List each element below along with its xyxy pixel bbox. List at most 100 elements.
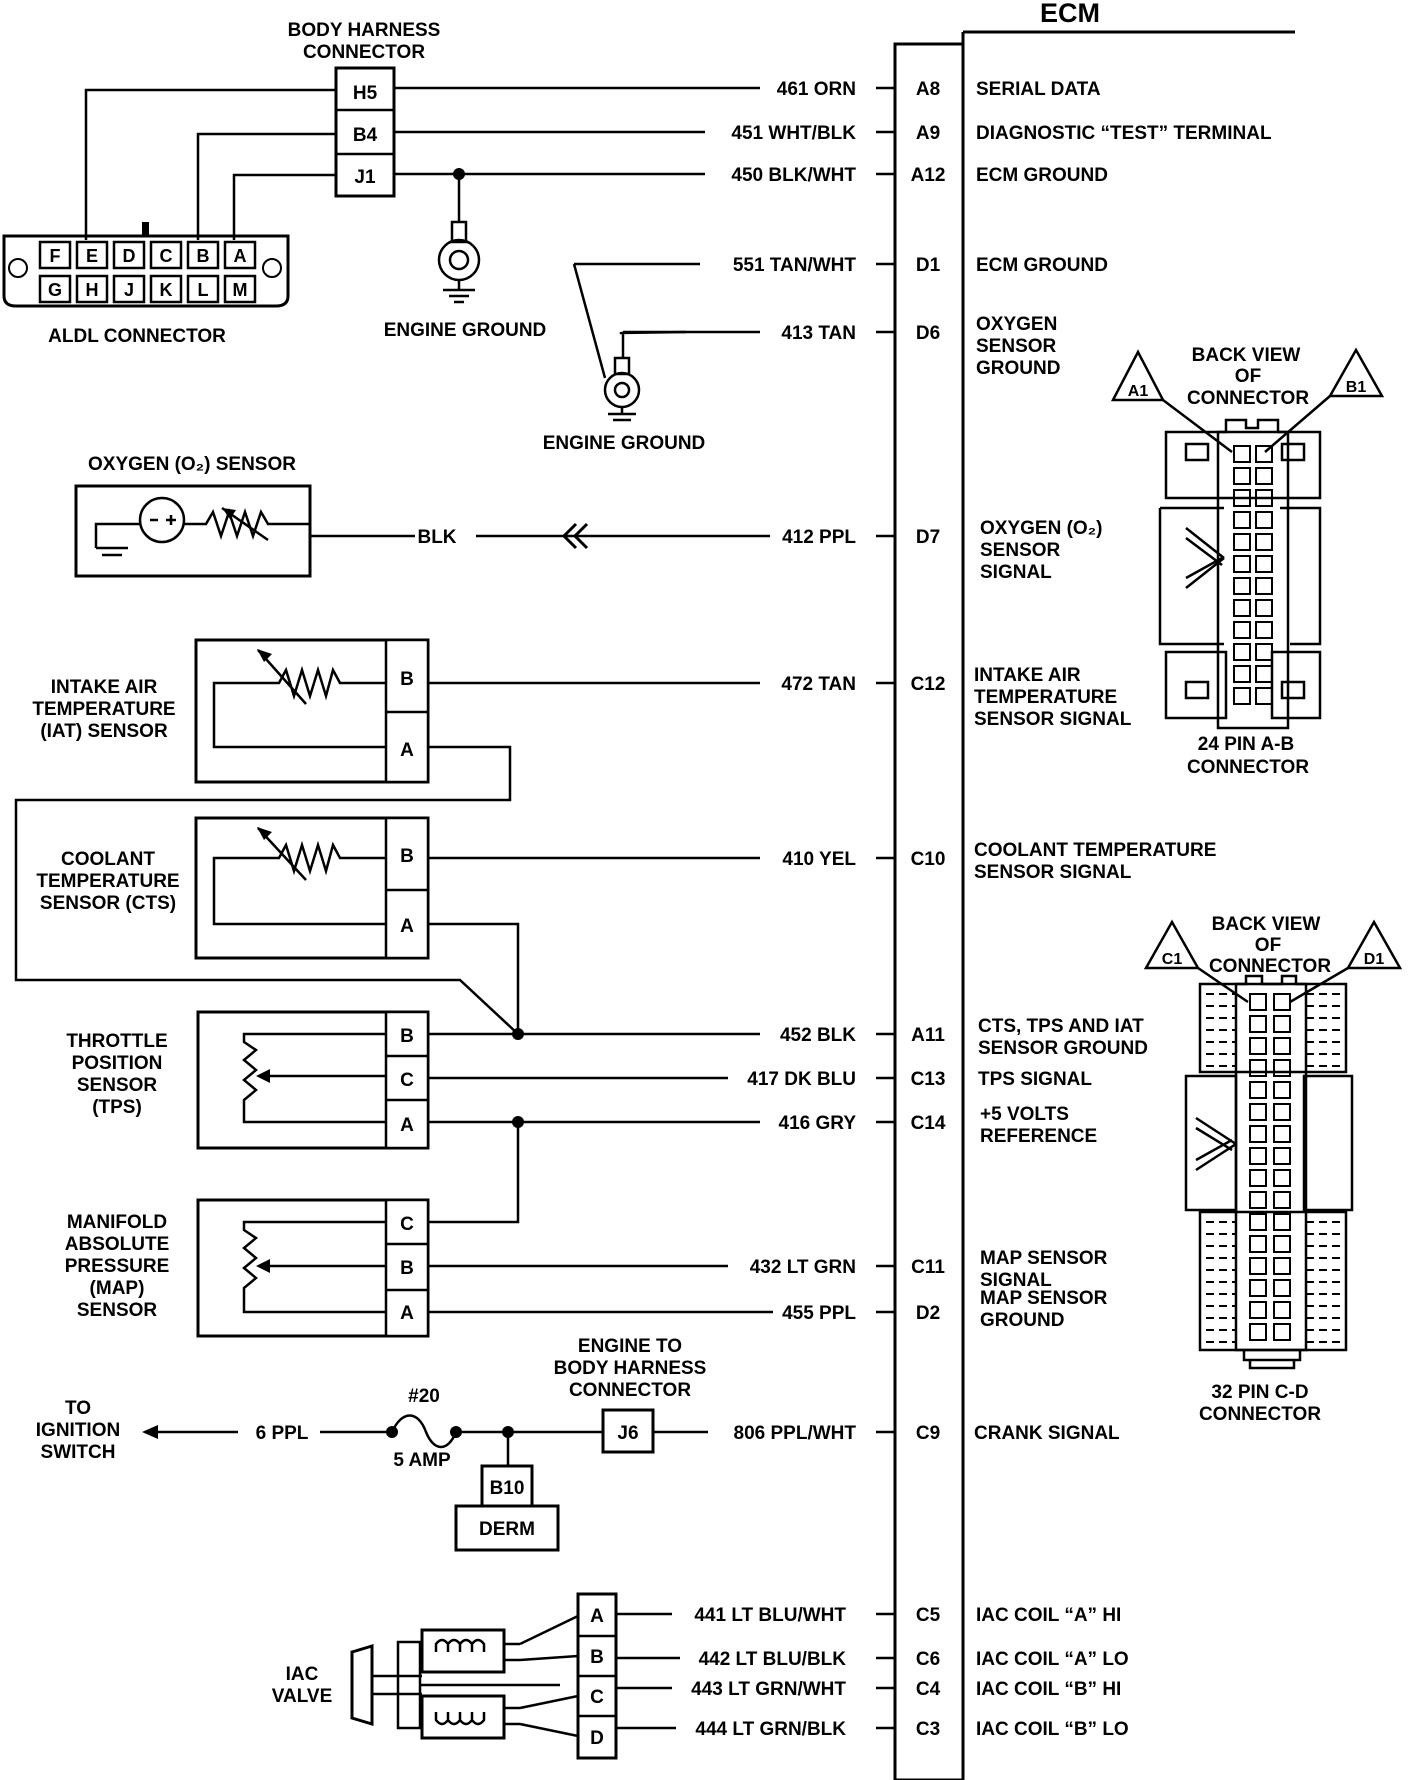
o2-sensor-label: OXYGEN (O₂) SENSOR <box>88 454 296 475</box>
ecm-function-text: SENSOR SIGNAL <box>974 709 1132 730</box>
ecm-pin-label: A12 <box>911 165 946 186</box>
connector-pin-cell <box>1255 467 1273 485</box>
o2-wire-label: BLK <box>417 527 456 548</box>
connector-pin-cell <box>1249 1081 1267 1099</box>
engine-ground-2-label: ENGINE GROUND <box>543 433 706 454</box>
iat-label-1: INTAKE AIR <box>51 677 158 698</box>
connector-pin-cell <box>1249 993 1267 1011</box>
ecm-function-text: SENSOR SIGNAL <box>974 862 1132 883</box>
conn-ab-back-view-3: CONNECTOR <box>1187 388 1309 409</box>
connector-pin-cell <box>1249 1213 1267 1231</box>
ecm-function-text: DIAGNOSTIC “TEST” TERMINAL <box>976 123 1272 144</box>
ignition-label-3: SWITCH <box>41 1442 116 1463</box>
conn-ab-caption-1: 24 PIN A-B <box>1198 734 1294 755</box>
wire-label: 450 BLK/WHT <box>731 165 856 186</box>
connector-pin-cell <box>1233 445 1251 463</box>
tps-label-4: (TPS) <box>92 1097 142 1118</box>
engine-ground-1: ENGINE GROUND <box>384 168 547 341</box>
fuse-id: #20 <box>408 1386 440 1407</box>
aldl-label: ALDL CONNECTOR <box>48 326 226 347</box>
tps-label-3: SENSOR <box>77 1075 158 1096</box>
body-harness-connector: BODY HARNESS CONNECTOR H5 B4 J1 <box>288 20 441 198</box>
cts-label-2: TEMPERATURE <box>36 871 179 892</box>
wire-label: 461 ORN <box>777 79 856 100</box>
cts-label-1: COOLANT <box>61 849 155 870</box>
ecm-pin-label: C4 <box>916 1679 941 1700</box>
conn-cd-back-view-2: OF <box>1255 935 1281 956</box>
conn-ab-b1: B1 <box>1346 379 1367 396</box>
ecm-pin-label: D7 <box>916 527 940 548</box>
connector-pin-cell <box>1255 665 1273 683</box>
connector-pin-cell <box>1249 1125 1267 1143</box>
ecm-pin-label: A8 <box>916 79 940 100</box>
ecm-pin-label: C11 <box>911 1257 945 1278</box>
body-harness-label-1: BODY HARNESS <box>288 20 441 41</box>
connector-pin-cell <box>1255 445 1273 463</box>
connector-pin-cell <box>1255 489 1273 507</box>
connector-pin-cell <box>1273 1059 1291 1077</box>
connector-pin-cell <box>1255 599 1273 617</box>
aldl-pin-m: M <box>233 280 248 300</box>
connector-pin-cell <box>1273 1301 1291 1319</box>
iat-pin-a: A <box>400 740 414 761</box>
connector-pin-cell <box>1273 1279 1291 1297</box>
connector-pin-cell <box>1273 1235 1291 1253</box>
connector-pin-cell <box>1273 1191 1291 1209</box>
conn-ab-back-view-1: BACK VIEW <box>1192 345 1301 366</box>
connector-pin-cell <box>1233 665 1251 683</box>
ecm-function-text: ECM GROUND <box>976 255 1108 276</box>
ecm-row-a8: 461 ORN A8 SERIAL DATA <box>777 79 1101 100</box>
cts-pin-b: B <box>400 846 414 867</box>
aldl-pin-c: C <box>160 246 173 266</box>
map-label-4: (MAP) <box>90 1278 145 1299</box>
ecm-pin-label: D6 <box>916 323 940 344</box>
ecm-function-text: CTS, TPS AND IAT <box>978 1016 1144 1037</box>
connector-pin-cell <box>1233 687 1251 705</box>
ecm-pin-label: C3 <box>916 1719 940 1740</box>
ecm-function-text: SERIAL DATA <box>976 79 1101 100</box>
wire-label: 451 WHT/BLK <box>731 123 856 144</box>
connector-pin-cell <box>1249 1235 1267 1253</box>
connector-pin-cell <box>1255 687 1273 705</box>
wire-label: 442 LT BLU/BLK <box>699 1649 847 1670</box>
pin-j1: J1 <box>354 167 376 188</box>
eng-body-conn-label-3: CONNECTOR <box>569 1380 691 1401</box>
connector-pin-cell <box>1255 621 1273 639</box>
body-harness-label-2: CONNECTOR <box>303 42 425 63</box>
connector-pin-cell <box>1273 1147 1291 1165</box>
connector-pin-cell <box>1249 1191 1267 1209</box>
ecm-function-text: IAC COIL “B” LO <box>976 1719 1129 1740</box>
connector-pin-cell <box>1249 1279 1267 1297</box>
ecm-function-text: OXYGEN <box>976 314 1057 335</box>
derm-label: DERM <box>479 1519 535 1540</box>
conn-ab-back-view-2: OF <box>1235 366 1261 387</box>
tps-pin-c: C <box>400 1070 414 1091</box>
pin-b4: B4 <box>353 125 378 146</box>
conn-cd-back-view-1: BACK VIEW <box>1212 914 1321 935</box>
wire-label: 416 GRY <box>779 1113 857 1134</box>
map-label-3: PRESSURE <box>65 1256 170 1277</box>
connector-pin-cell <box>1273 1103 1291 1121</box>
tps-label-2: POSITION <box>72 1053 163 1074</box>
connector-pin-cell <box>1255 533 1273 551</box>
ecm-function-text: COOLANT TEMPERATURE <box>974 840 1216 861</box>
engine-ground-1-label: ENGINE GROUND <box>384 320 547 341</box>
iac-pin-d: D <box>590 1728 604 1749</box>
ecm-function-text: SENSOR <box>976 336 1057 357</box>
conn-cd-c1: C1 <box>1162 951 1183 968</box>
connector-pin-cell <box>1255 643 1273 661</box>
iac-label-2: VALVE <box>272 1686 333 1707</box>
connector-pin-cell <box>1255 511 1273 529</box>
ecm-function-text: GROUND <box>976 358 1060 379</box>
ecm-function-text: IAC COIL “A” LO <box>976 1649 1129 1670</box>
